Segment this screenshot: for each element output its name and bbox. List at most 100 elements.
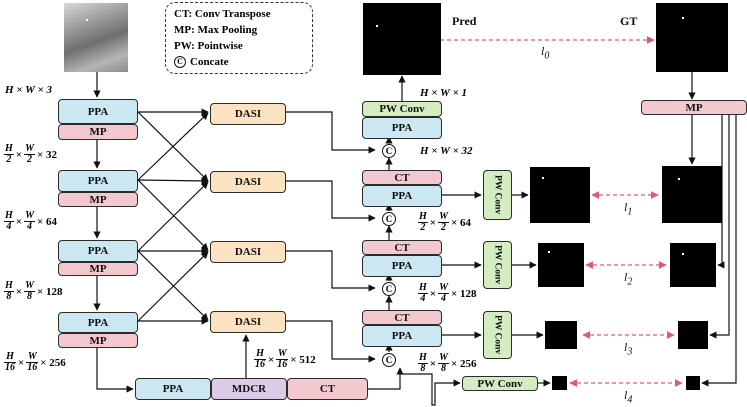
dasi-block-1: DASI [210, 103, 286, 125]
times: × [268, 353, 275, 366]
concat-node-1: C [382, 144, 396, 158]
gt-scale-4 [686, 376, 700, 390]
input-image [64, 3, 128, 72]
decoder-ppa-1: PPA [362, 185, 442, 207]
loss-sub: 2 [627, 276, 633, 288]
legend-concat: C Concate [174, 54, 304, 70]
gt-scale-3 [678, 321, 708, 349]
encoder-ppa-3: PPA [58, 240, 138, 262]
dim-dec-out: H × W × 1 [420, 87, 467, 99]
target-dot [542, 177, 544, 179]
dim-channels: × 512 [290, 353, 316, 366]
frac-num: H [4, 143, 14, 155]
loss-sub: 0 [544, 50, 550, 62]
target-dot [548, 251, 550, 253]
frac-den: 2 [6, 154, 12, 165]
target-dot [682, 17, 684, 19]
gt-label: GT [620, 14, 638, 28]
frac-den: 2 [441, 222, 447, 233]
times: × [18, 356, 25, 369]
dim-input: H × W × 3 [5, 84, 52, 96]
times: × [15, 148, 23, 161]
frac-num: W [438, 282, 449, 294]
frac-den: 4 [441, 293, 447, 304]
dim-channels: × 128 [36, 285, 63, 298]
loss-l2: l2 [624, 270, 632, 287]
times: × [429, 287, 437, 300]
legend-mp-text: MP: Max Pooling [174, 24, 258, 36]
frac-num: W [438, 352, 449, 364]
frac-den: 16 [27, 362, 38, 373]
dim-channels: × 256 [40, 356, 66, 369]
side-pred-3 [545, 321, 577, 349]
legend-pw-text: PW: Pointwise [174, 40, 243, 52]
encoder-ppa-2: PPA [58, 170, 138, 192]
loss-l0: l0 [541, 44, 549, 61]
decoder-pw-conv-top: PW Conv [362, 101, 442, 117]
frac-den: 2 [420, 222, 426, 233]
target-dot [678, 178, 680, 180]
decoder-ppa-2: PPA [362, 255, 442, 277]
decoder-ct-3: CT [362, 310, 442, 325]
frac-num: H [4, 352, 16, 363]
decoder-ppa-top: PPA [362, 117, 442, 139]
frac-num: W [276, 348, 289, 360]
frac-den: 8 [441, 363, 447, 374]
dasi-block-4: DASI [210, 311, 286, 333]
encoder-mp-2: MP [58, 192, 138, 207]
encoder-mp-3: MP [58, 262, 138, 276]
frac-num: W [438, 211, 449, 223]
loss-symbol: l [624, 388, 628, 402]
bottleneck-ppa: PPA [135, 378, 211, 400]
encoder-mp-4: MP [58, 333, 138, 348]
dim-channels: × 32 [36, 148, 57, 161]
frac-num: H [4, 280, 14, 292]
frac-num: W [26, 351, 39, 363]
dasi-block-3: DASI [210, 241, 286, 263]
encoder-mp-1: MP [58, 124, 138, 140]
encoder-ppa-1: PPA [58, 99, 138, 124]
legend-box: CT: Conv Transpose MP: Max Pooling PW: P… [165, 2, 313, 74]
bottleneck-ct: CT [287, 378, 368, 400]
dim-dec-out-text: H × W × 1 [420, 87, 467, 99]
target-dot [376, 25, 378, 27]
frac-num: H [418, 352, 428, 364]
concat-icon: C [174, 56, 186, 68]
frac-num: H [418, 282, 428, 294]
times: × [429, 357, 437, 370]
frac-num: W [24, 143, 35, 155]
dim-channels: × 64 [450, 216, 471, 229]
gt-image [656, 3, 728, 72]
concat-node-2: C [382, 212, 396, 226]
loss-symbol: l [624, 200, 628, 214]
frac-den: 16 [277, 359, 288, 370]
dim-dec-1: H × W × 32 [420, 145, 472, 157]
gt-max-pooling: MP [641, 100, 747, 115]
frac-den: 2 [27, 154, 33, 165]
gt-scale-2 [670, 243, 716, 287]
bottleneck-mdcr: MDCR [211, 378, 287, 400]
concat-node-3: C [382, 282, 396, 296]
legend-concat-text: Concate [190, 56, 229, 68]
side-pred-4 [552, 376, 567, 390]
frac-den: 8 [420, 363, 426, 374]
loss-symbol: l [624, 340, 628, 354]
frac-den: 8 [27, 291, 33, 302]
decoder-ppa-3: PPA [362, 325, 442, 347]
side-pred-2 [538, 243, 584, 287]
frac-den: 4 [6, 221, 12, 232]
frac-num: H [418, 211, 428, 223]
frac-den: 4 [420, 293, 426, 304]
